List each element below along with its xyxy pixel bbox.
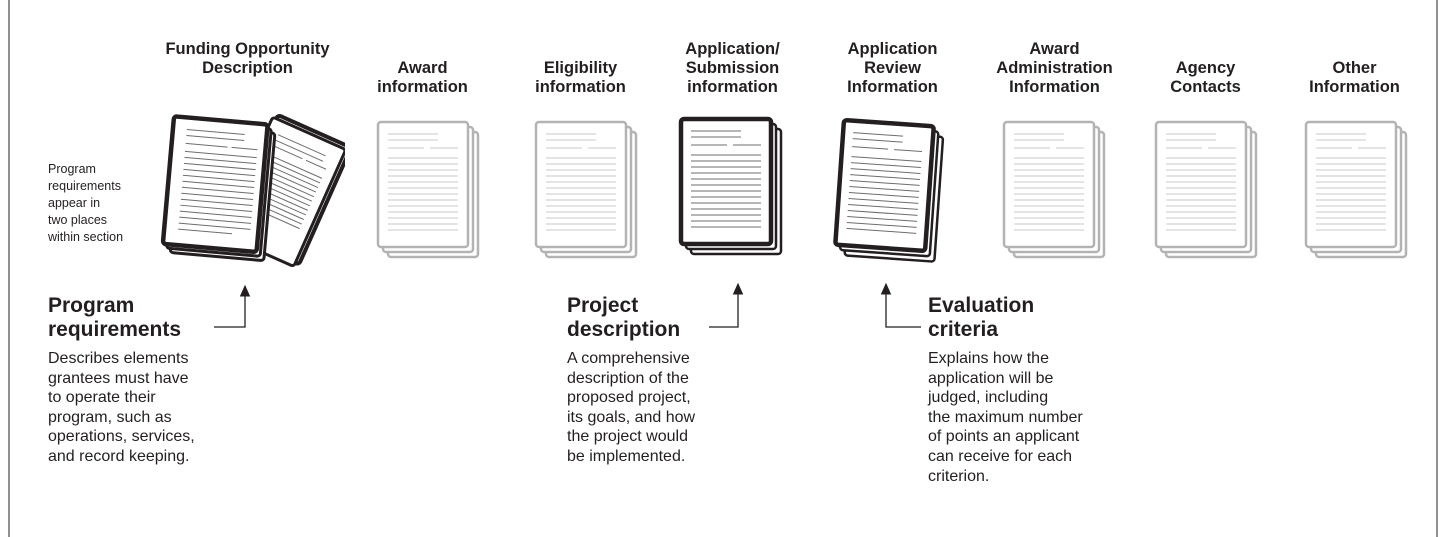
document-stack-funding-opportunity-description [160,95,345,270]
document-icon [376,120,480,259]
section-label-award-administration-information: Award Administration Information [996,40,1113,96]
connector-arrow-evaluation-criteria [880,282,921,328]
side-note: Program requirements appear in two place… [48,162,124,244]
section-label-application-submission-information: Application/ Submission information [685,40,780,96]
document-icon [1154,120,1258,259]
callout-title-program-requirements: Program requirements [48,294,182,341]
document-icon [1304,120,1408,259]
callout-body-program-requirements: Describes elements grantees must have to… [48,350,195,465]
section-label-agency-contacts: Agency Contacts [1170,59,1241,96]
callout-title-project-description: Project description [567,294,681,341]
document-icon [1002,120,1106,259]
section-label-other-information: Other Information [1309,59,1400,96]
document-icon [160,113,345,268]
callout-body-evaluation-criteria: Explains how the application will be jud… [928,350,1083,485]
document-icon [833,117,945,263]
connector-arrow-project-description [709,282,744,328]
document-stack-other-information [1300,118,1425,268]
document-stack-award-information [372,118,497,268]
callout-title-evaluation-criteria: Evaluation criteria [928,294,1035,341]
document-stack-award-administration-information [998,118,1123,268]
document-icon [534,120,638,259]
document-stack-eligibility-information [530,118,655,268]
section-label-application-review-information: Application Review Information [847,40,938,96]
document-stack-application-submission-information [675,115,800,265]
document-icon [678,116,783,256]
section-label-eligibility-information: Eligibility information [535,59,626,96]
document-stack-agency-contacts [1150,118,1275,268]
section-label-award-information: Award information [377,59,468,96]
section-label-funding-opportunity-description: Funding Opportunity Description [165,40,330,77]
callout-body-project-description: A comprehensive description of the propo… [567,350,696,465]
connector-arrow-program-requirements [214,284,251,328]
document-stack-application-review-information [830,112,960,267]
